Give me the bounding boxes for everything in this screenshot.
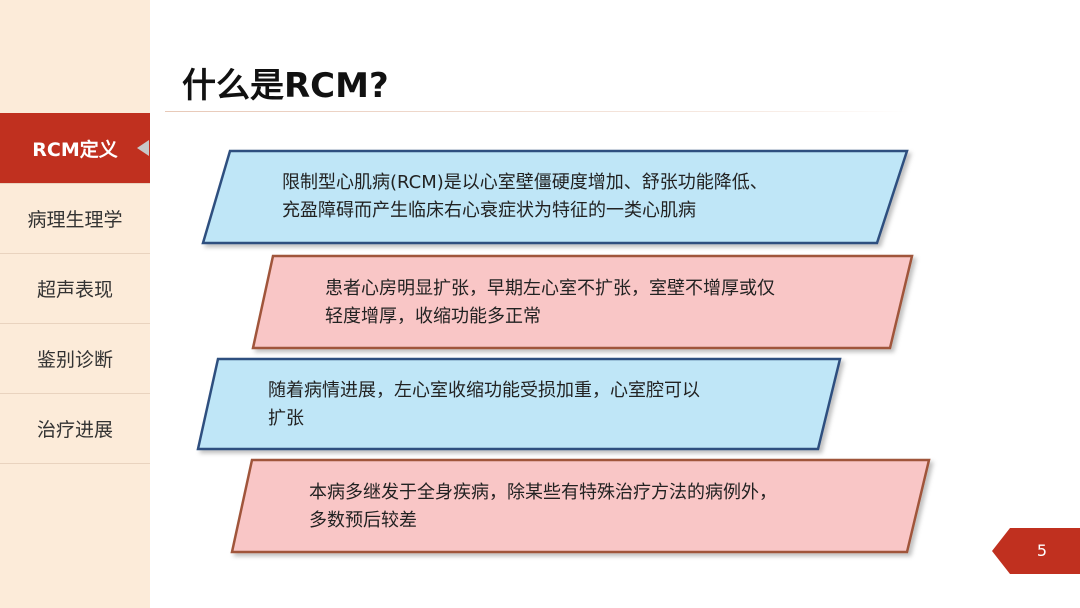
progression-box: 随着病情进展，左心室收缩功能受损加重，心室腔可以 扩张 <box>195 356 843 452</box>
definition-box: 限制型心肌病(RCM)是以心室壁僵硬度增加、舒张功能降低、 充盈障碍而产生临床右… <box>200 148 910 246</box>
sidebar-item-rcm-definition[interactable]: RCM定义 <box>0 113 150 183</box>
prognosis-box: 本病多继发于全身疾病，除某些有特殊治疗方法的病例外， 多数预后较差 <box>229 457 932 555</box>
sidebar-item-pathophysiology[interactable]: 病理生理学 <box>0 183 150 253</box>
atrial-dilation-line-2: 轻度增厚，收缩功能多正常 <box>325 306 541 327</box>
active-indicator-arrow <box>137 140 149 156</box>
sidebar-divider <box>0 463 150 464</box>
definition-line-1: 限制型心肌病(RCM)是以心室壁僵硬度增加、舒张功能降低、 <box>282 172 768 193</box>
slide-number: 5 <box>1036 541 1048 560</box>
sidebar-item-differential-diagnosis[interactable]: 鉴别诊断 <box>0 323 150 393</box>
atrial-dilation-box: 患者心房明显扩张，早期左心室不扩张，室壁不增厚或仅 轻度增厚，收缩功能多正常 <box>250 253 915 351</box>
slide-number-badge: 5 <box>992 528 1080 574</box>
page-title: 什么是RCM? <box>182 66 389 106</box>
definition-line-2: 充盈障碍而产生临床右心衰症状为特征的一类心肌病 <box>282 200 696 221</box>
atrial-dilation-line-1: 患者心房明显扩张，早期左心室不扩张，室壁不增厚或仅 <box>325 278 775 299</box>
progression-line-2: 扩张 <box>268 408 304 429</box>
prognosis-line-2: 多数预后较差 <box>309 510 417 531</box>
prognosis-line-1: 本病多继发于全身疾病，除某些有特殊治疗方法的病例外， <box>309 482 777 503</box>
sidebar-item-treatment[interactable]: 治疗进展 <box>0 393 150 463</box>
sidebar <box>0 0 150 608</box>
title-underline <box>165 111 910 112</box>
progression-line-1: 随着病情进展，左心室收缩功能受损加重，心室腔可以 <box>268 380 700 401</box>
sidebar-item-ultrasound[interactable]: 超声表现 <box>0 253 150 323</box>
